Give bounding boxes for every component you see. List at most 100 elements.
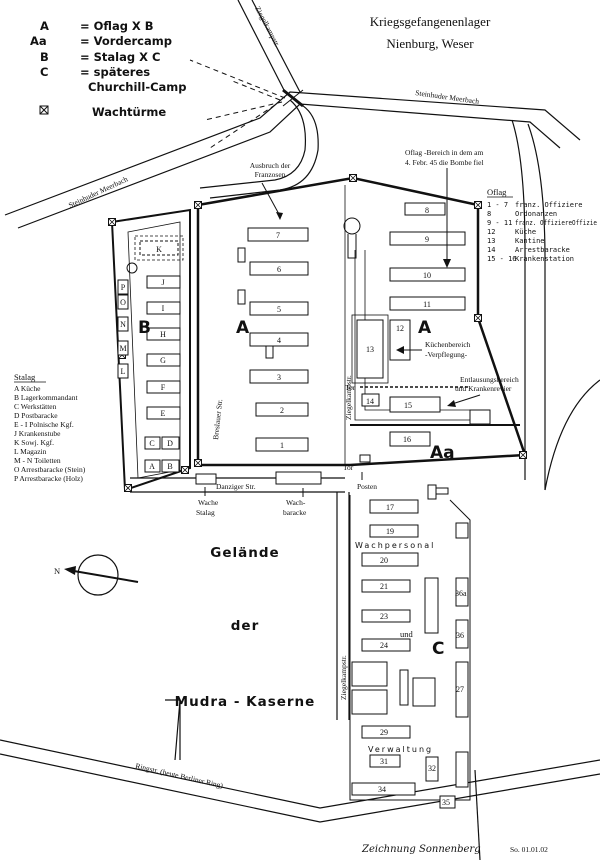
stalag-legend-item: A Küche (14, 384, 41, 393)
building (146, 380, 181, 394)
annotation-entlausung-1: Entlausungsbereich (460, 375, 519, 384)
building (249, 332, 309, 347)
annotation-und: und (400, 629, 414, 639)
building (195, 473, 217, 485)
annotation-verwaltung: Verwaltung (368, 745, 433, 754)
building-number: 29 (380, 728, 388, 737)
annotation-entlausung-2: und Krankenrevier (455, 384, 512, 393)
building (455, 661, 469, 718)
building (351, 689, 388, 715)
building-letter: K (156, 245, 162, 254)
oflag-legend-heading: Oflag (487, 187, 507, 197)
building (249, 261, 309, 276)
building-letter: N (120, 320, 126, 329)
building-number: 19 (386, 527, 394, 536)
building (161, 459, 180, 473)
building-number: 6 (277, 265, 281, 274)
kitchen-fence (351, 314, 389, 384)
building-number: 11 (423, 300, 431, 309)
building-number: 27 (456, 685, 464, 694)
stalag-legend-item: P Arrestbaracke (Holz) (14, 474, 83, 483)
building-letter: L (121, 367, 126, 376)
stalag-legend-item: J Krankenstube (14, 429, 61, 438)
building (146, 275, 181, 289)
footer-date: So. 01.01.02 (510, 845, 548, 854)
building (117, 363, 129, 379)
building (412, 677, 436, 707)
stalag-legend-heading: Stalag (14, 372, 36, 382)
building (361, 638, 411, 652)
gate-marker (282, 88, 304, 108)
building-number: 7 (276, 231, 280, 240)
building-letter: G (160, 356, 166, 365)
building-number: 16 (403, 435, 411, 444)
arrow-head (396, 346, 404, 354)
building-number: 34 (378, 785, 386, 794)
zone-aa: Aa (430, 443, 455, 463)
annotation-tor-1: Tor (345, 383, 356, 392)
watchtower-icon (39, 105, 49, 115)
building (139, 240, 179, 256)
annotation-wachbaracke-1: Wach- (286, 498, 306, 507)
oflag-legend-value: Ordonanzen (515, 210, 557, 218)
map-title-line2: Nienburg, Weser (386, 36, 474, 51)
building (356, 319, 384, 379)
building-letter: E (161, 409, 166, 418)
building (361, 579, 411, 593)
arrow-entlausung (451, 394, 481, 405)
annotation-ausbruch-2: Franzosen (255, 170, 286, 179)
building (255, 402, 309, 417)
stalag-legend-item: D Postbaracke (14, 411, 58, 420)
shed (237, 289, 246, 305)
building-number: 15 (404, 401, 412, 410)
building (361, 609, 411, 623)
watchtower-icon (474, 314, 482, 322)
building (117, 279, 129, 295)
building-letter: B (167, 462, 172, 471)
legend-key-a: A (40, 19, 49, 33)
building-letter: O (120, 298, 126, 307)
annotation-kuechen-1: Küchenbereich (425, 340, 471, 349)
area-label-1: Gelände (210, 545, 279, 561)
building-number: 31 (380, 757, 388, 766)
building-number: 21 (380, 582, 388, 591)
building-number: 32 (428, 764, 436, 773)
building (369, 524, 419, 538)
legend-watchtowers: Wachtürme (92, 105, 166, 119)
building (144, 436, 161, 450)
annotation-wachpersonal: Wachpersonal (355, 541, 435, 550)
watchtower-icon (349, 174, 357, 182)
building-number: 12 (396, 324, 404, 333)
building (146, 406, 181, 420)
building (146, 301, 181, 315)
building-letter: M (119, 344, 126, 353)
building (146, 353, 181, 367)
stalag-legend-item: B Lagerkommandant (14, 393, 78, 402)
building-number: 4 (277, 336, 281, 345)
compass-icon (64, 554, 139, 596)
annotation-posten: Posten (357, 482, 377, 491)
building (389, 296, 466, 311)
fences (110, 176, 527, 801)
area-label-2: der (231, 618, 259, 634)
building (117, 340, 129, 356)
building (117, 316, 129, 332)
building (144, 459, 161, 473)
oflag-legend-key: 9 - 11 (487, 219, 512, 227)
stalag-legend-item: O Arrestbaracke (Stein) (14, 465, 86, 474)
building (351, 661, 388, 687)
building-number: 10 (423, 271, 431, 280)
legend-arrows (189, 59, 286, 149)
building (255, 437, 309, 452)
annotation-wachbaracke-2: baracke (283, 508, 307, 517)
building (425, 756, 439, 782)
annotation-ausbruch-1: Ausbruch der (250, 161, 291, 170)
zone-a-right: A (418, 318, 432, 338)
road-ziegelkamp-top: Ziegelkampstr. (253, 5, 282, 49)
arrow-head (276, 212, 283, 220)
legend-val-c: = späteres (80, 65, 150, 79)
building-number: 35 (442, 798, 450, 807)
building (146, 327, 181, 341)
